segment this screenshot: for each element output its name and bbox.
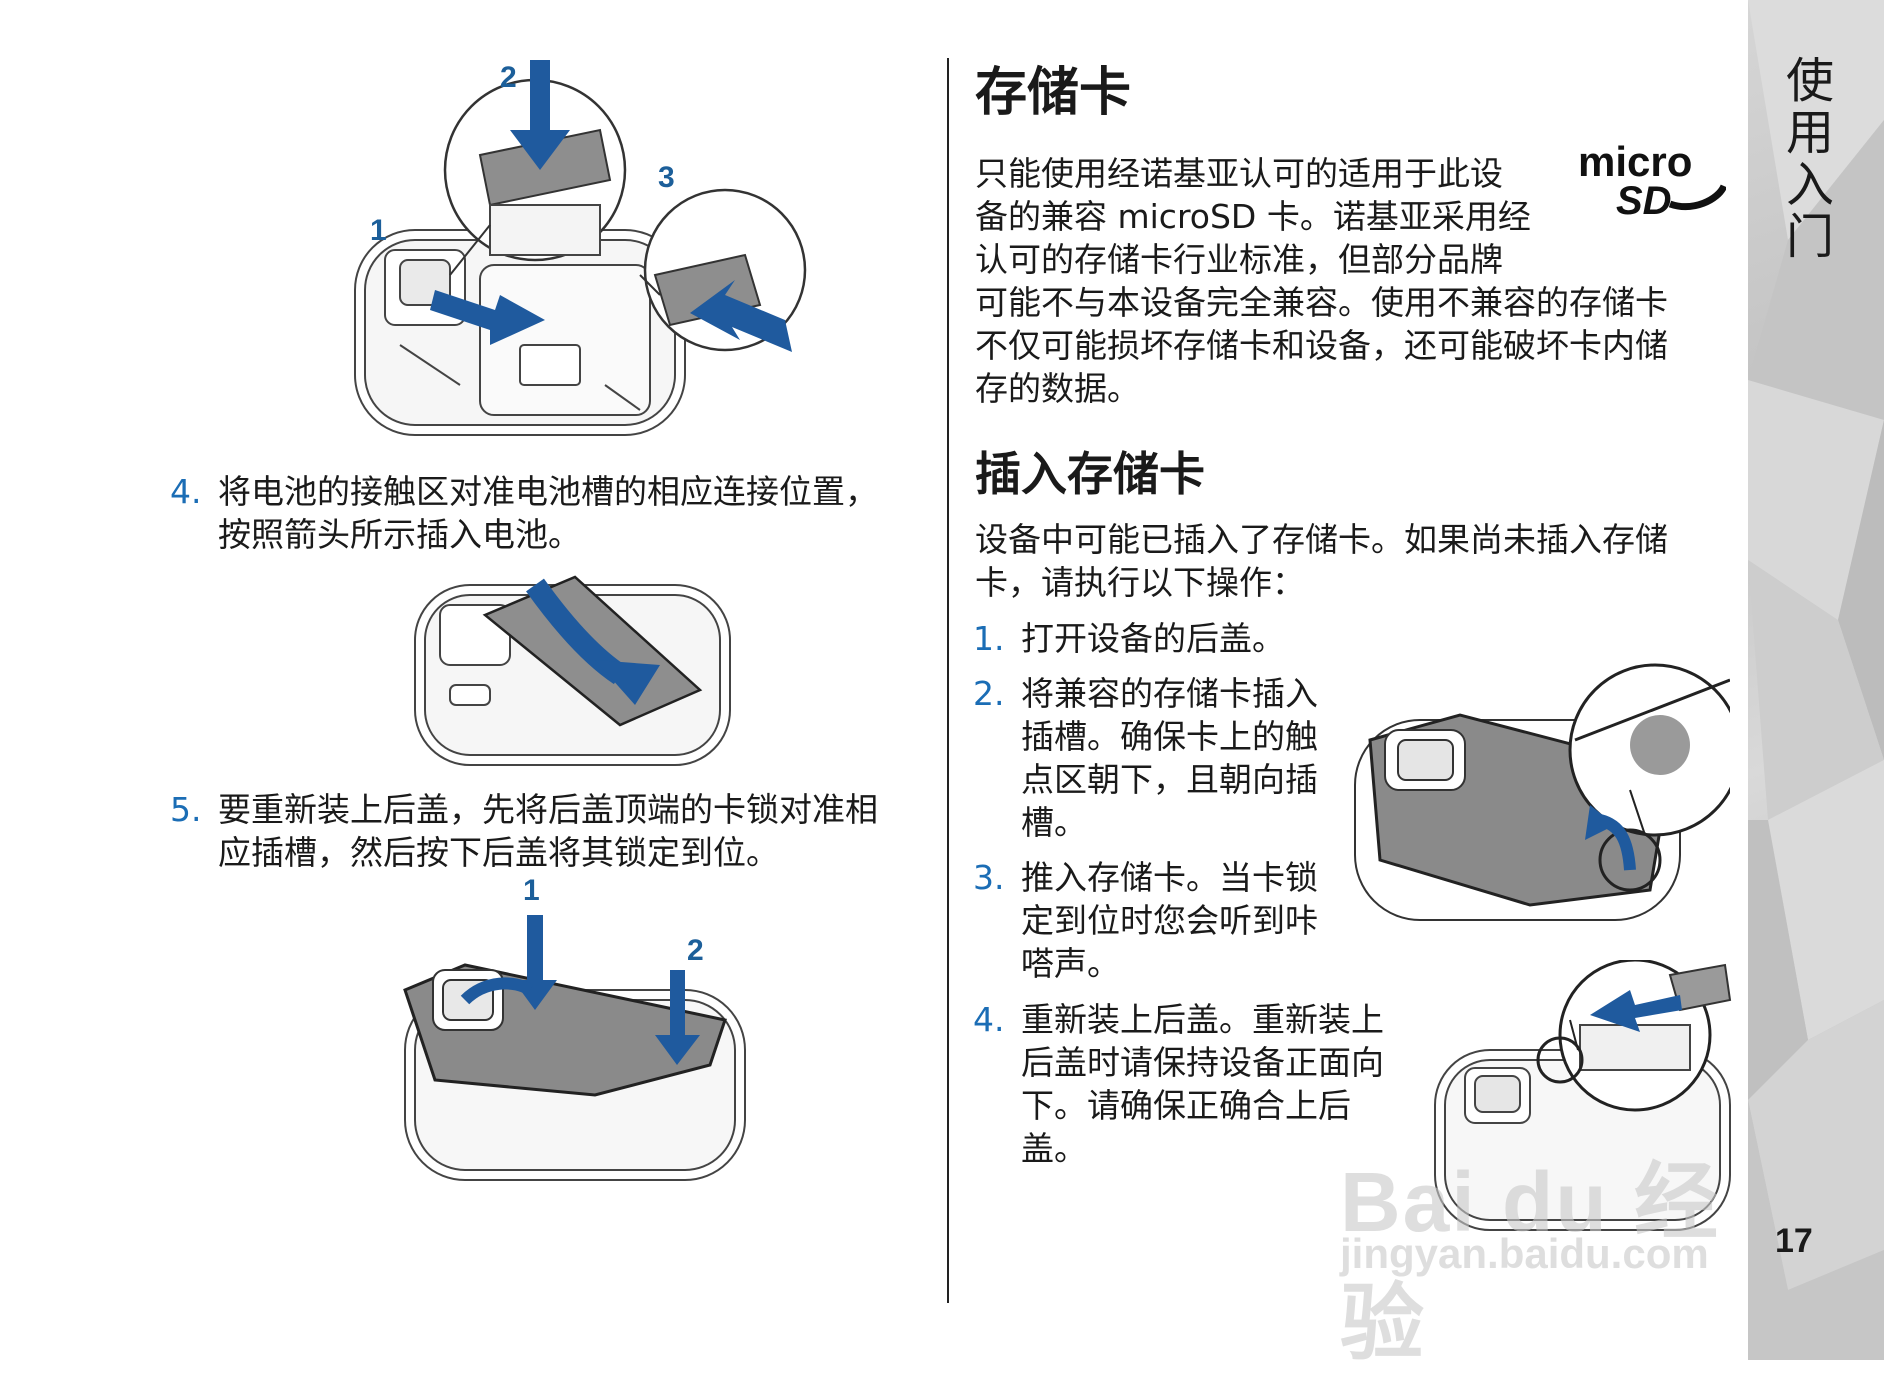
card-step-4-line-4: 盖。 bbox=[1021, 1129, 1087, 1168]
figure-insert-battery bbox=[414, 575, 731, 766]
card-step-1-number: 1. bbox=[973, 619, 1005, 658]
sub-intro-line-1: 设备中可能已插入了存储卡。如果尚未插入存储 bbox=[975, 520, 1668, 559]
step-5: 5. 要重新装上后盖，先将后盖顶端的卡锁对准相 应插槽，然后按下后盖将其锁定到位… bbox=[170, 788, 940, 878]
card-step-4-line-3: 下。请确保正确合上后 bbox=[1021, 1086, 1351, 1125]
fig3-callout-1: 1 bbox=[523, 874, 540, 907]
baidu-watermark: Bai du 经验 jingyan.baidu.com bbox=[1330, 1135, 1750, 1370]
microsd-logo: micro SD bbox=[1578, 142, 1726, 222]
step-5-line-2: 应插槽，然后按下后盖将其锁定到位。 bbox=[218, 833, 779, 872]
intro-paragraph-cont: 可能不与本设备完全兼容。使用不兼容的存储卡 不仅可能损坏存储卡和设备，还可能破坏… bbox=[975, 281, 1735, 410]
figure-open-cover bbox=[1354, 663, 1730, 921]
card-step-4-line-2: 后盖时请保持设备正面向 bbox=[1021, 1043, 1384, 1082]
step-5-number: 5. bbox=[170, 790, 202, 829]
card-step-4: 4. 重新装上后盖。重新装上 后盖时请保持设备正面向 下。请确保正确合上后 盖。 bbox=[973, 998, 1433, 1170]
intro-paragraph: 只能使用经诺基亚认可的适用于此设 备的兼容 microSD 卡。诺基亚采用经 认… bbox=[975, 152, 1575, 281]
card-step-2-line-2: 插槽。确保卡上的触 bbox=[1021, 717, 1318, 756]
subsection-heading: 插入存储卡 bbox=[975, 447, 1205, 501]
card-step-3-line-1: 推入存储卡。当卡锁 bbox=[1021, 858, 1318, 897]
section-heading: 存储卡 bbox=[975, 63, 1132, 123]
chapter-tab bbox=[1748, 0, 1884, 1360]
step-4-line-2: 按照箭头所示插入电池。 bbox=[218, 515, 581, 554]
step-4-line-1: 将电池的接触区对准电池槽的相应连接位置， bbox=[218, 472, 878, 511]
watermark-url: jingyan.baidu.com bbox=[1340, 1230, 1709, 1277]
fig3-callout-2: 2 bbox=[687, 934, 704, 967]
step-5-line-1: 要重新装上后盖，先将后盖顶端的卡锁对准相 bbox=[218, 790, 878, 829]
watermark-main: Bai du 经验 bbox=[1340, 1155, 1721, 1370]
fig1-callout-3: 3 bbox=[658, 161, 675, 194]
card-step-3: 3. 推入存储卡。当卡锁 定到位时您会听到咔 嗒声。 bbox=[973, 856, 1353, 986]
card-step-3-line-2: 定到位时您会听到咔 bbox=[1021, 901, 1318, 940]
column-divider bbox=[947, 58, 949, 1303]
fig1-callout-1: 1 bbox=[370, 214, 387, 247]
card-step-3-line-3: 嗒声。 bbox=[1021, 944, 1120, 983]
chapter-title: 使用入门 bbox=[1777, 55, 1833, 263]
card-step-2-number: 2. bbox=[973, 674, 1005, 713]
figure-insert-card bbox=[1434, 960, 1732, 1231]
page-number: 17 bbox=[1775, 1222, 1813, 1260]
sub-intro-paragraph: 设备中可能已插入了存储卡。如果尚未插入存储 卡，请执行以下操作： bbox=[975, 518, 1735, 604]
step-4: 4. 将电池的接触区对准电池槽的相应连接位置， 按照箭头所示插入电池。 bbox=[170, 470, 930, 560]
card-step-2-line-3: 点区朝下，且朝向插 bbox=[1021, 760, 1318, 799]
card-step-3-number: 3. bbox=[973, 858, 1005, 897]
microsd-logo-text-micro: micro bbox=[1578, 142, 1692, 185]
fig1-callout-2: 2 bbox=[500, 61, 517, 94]
intro-line-2: 备的兼容 microSD 卡。诺基亚采用经 bbox=[975, 197, 1531, 236]
card-step-4-line-1: 重新装上后盖。重新装上 bbox=[1021, 1000, 1384, 1039]
figure-remove-cover: 1 2 3 bbox=[354, 60, 807, 436]
card-step-2-line-4: 槽。 bbox=[1021, 803, 1087, 842]
sub-intro-line-2: 卡，请执行以下操作： bbox=[975, 563, 1305, 602]
figure-replace-cover: 1 2 bbox=[403, 874, 746, 1181]
tab-pattern bbox=[1748, 0, 1884, 1360]
card-step-1: 1. 打开设备的后盖。 bbox=[973, 617, 1373, 660]
intro-line-1: 只能使用经诺基亚认可的适用于此设 bbox=[975, 154, 1503, 193]
card-step-4-number: 4. bbox=[973, 1000, 1005, 1039]
microsd-logo-text-sd: SD bbox=[1616, 179, 1672, 222]
intro-line-6: 存的数据。 bbox=[975, 369, 1140, 408]
card-step-2-line-1: 将兼容的存储卡插入 bbox=[1021, 674, 1318, 713]
card-step-2: 2. 将兼容的存储卡插入 插槽。确保卡上的触 点区朝下，且朝向插 槽。 bbox=[973, 672, 1353, 844]
intro-line-5: 不仅可能损坏存储卡和设备，还可能破坏卡内储 bbox=[975, 326, 1668, 365]
card-step-1-line-1: 打开设备的后盖。 bbox=[1021, 619, 1285, 658]
step-4-number: 4. bbox=[170, 472, 202, 511]
intro-line-4: 可能不与本设备完全兼容。使用不兼容的存储卡 bbox=[975, 283, 1668, 322]
intro-line-3: 认可的存储卡行业标准，但部分品牌 bbox=[975, 240, 1503, 279]
